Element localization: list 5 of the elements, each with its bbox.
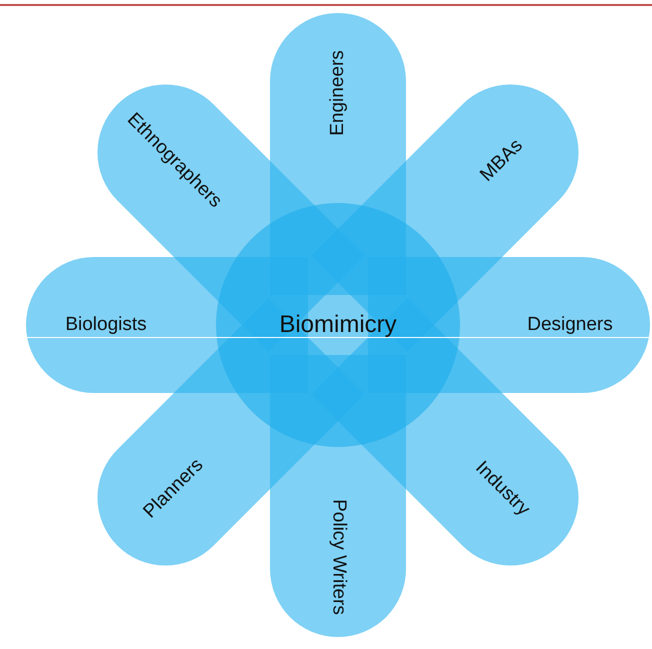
petal-label: Engineers [326, 50, 349, 136]
petal-label: Designers [527, 312, 613, 337]
petal-label: Biologists [65, 312, 147, 337]
petal-label: Policy Writers [327, 499, 350, 615]
center-label: Biomimicry [279, 310, 397, 340]
